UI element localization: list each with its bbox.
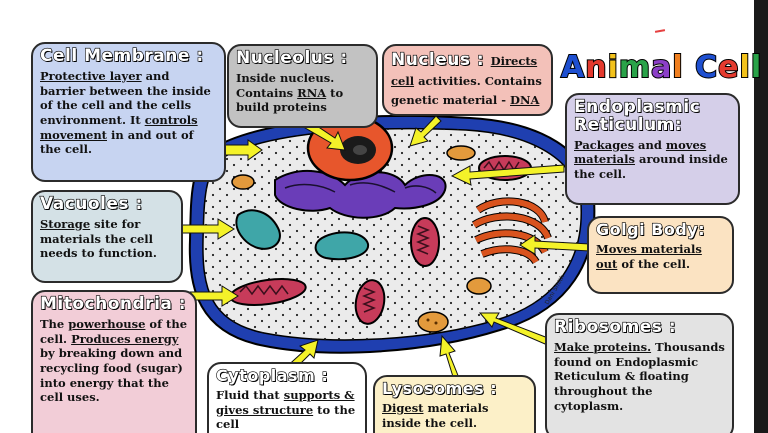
golgi-body-title: Golgi Body: [595, 220, 706, 239]
lysosomes-description: Digest materials inside the cell. [382, 400, 489, 430]
mitochondria-label: Mitochondria : The powerhouse of the cel… [31, 290, 197, 433]
page-title: Animal Cell [560, 49, 762, 90]
lysosomes-label: Lysosomes : Digest materials inside the … [373, 375, 536, 433]
title-space [684, 50, 695, 85]
lysosomes-title: Lysosomes : [381, 379, 498, 398]
ribosomes-title: Ribosomes : [553, 317, 677, 337]
vacuoles-title: Vacuoles : [39, 194, 143, 214]
top-bar [0, 0, 768, 22]
title-letter: i [607, 49, 619, 86]
endoplasmic-reticulum-shape [274, 169, 447, 219]
cytoplasm-description: Fluid that supports & gives structure to… [216, 387, 356, 432]
title-letter: C [694, 49, 719, 86]
nucleolus-description: Inside nucleus. Contains RNA to build pr… [236, 70, 344, 115]
vacuoles-description: Storage site for materials the cell need… [40, 216, 157, 261]
endoplasmic-reticulum-label: Endoplasmic Reticulum: Packages and move… [565, 93, 740, 205]
title-letter: m [618, 49, 652, 86]
mitochondria-shapes [229, 155, 532, 325]
title-letter: a [650, 49, 673, 86]
lysosome-shapes [231, 145, 492, 333]
golgi-body-shape [471, 197, 552, 265]
ribosomes-label: Ribosomes : Make proteins. Thousands fou… [545, 313, 734, 433]
title-letter: e [717, 49, 740, 86]
cell-membrane-description: Protective layer and barrier between the… [40, 68, 211, 157]
golgi-body-label: Golgi Body: Moves materials out of the c… [587, 216, 734, 294]
title-letter: n [584, 49, 608, 86]
vacuoles-label: Vacuoles : Storage site for materials th… [31, 190, 183, 283]
vacuole-shapes [235, 209, 369, 261]
title-letter: l [671, 49, 684, 86]
cell-membrane-title: Cell Membrane : [39, 46, 204, 66]
nucleolus-title: Nucleolus : [235, 48, 348, 68]
nucleus-label: Nucleus : Directs cell activities. Conta… [382, 44, 553, 116]
title-letter: l [739, 49, 751, 86]
right-edge-bar [754, 0, 768, 433]
cell-membrane-label: Cell Membrane : Protective layer and bar… [31, 42, 226, 182]
mitochondria-title: Mitochondria : [39, 294, 187, 314]
nucleus-title: Nucleus : [390, 50, 491, 70]
nucleus-description: Directs cell activities. Contains geneti… [391, 54, 542, 107]
endoplasmic-reticulum-title: Endoplasmic Reticulum: [573, 97, 701, 135]
title-letter: A [560, 49, 586, 86]
nucleolus-label: Nucleolus : Inside nucleus. Contains RNA… [227, 44, 378, 128]
cytoplasm-title: Cytoplasm : [215, 366, 329, 385]
title-letter: l [750, 49, 763, 86]
endoplasmic-reticulum-description: Packages and moves materials around insi… [574, 137, 728, 182]
mitochondria-description: The powerhouse of the cell. Produces ene… [40, 316, 188, 405]
ribosomes-description: Make proteins. Thousands found on Endopl… [554, 339, 725, 413]
golgi-body-description: Moves materials out of the cell. [596, 241, 702, 271]
cytoplasm-label: Cytoplasm : Fluid that supports & gives … [207, 362, 367, 433]
